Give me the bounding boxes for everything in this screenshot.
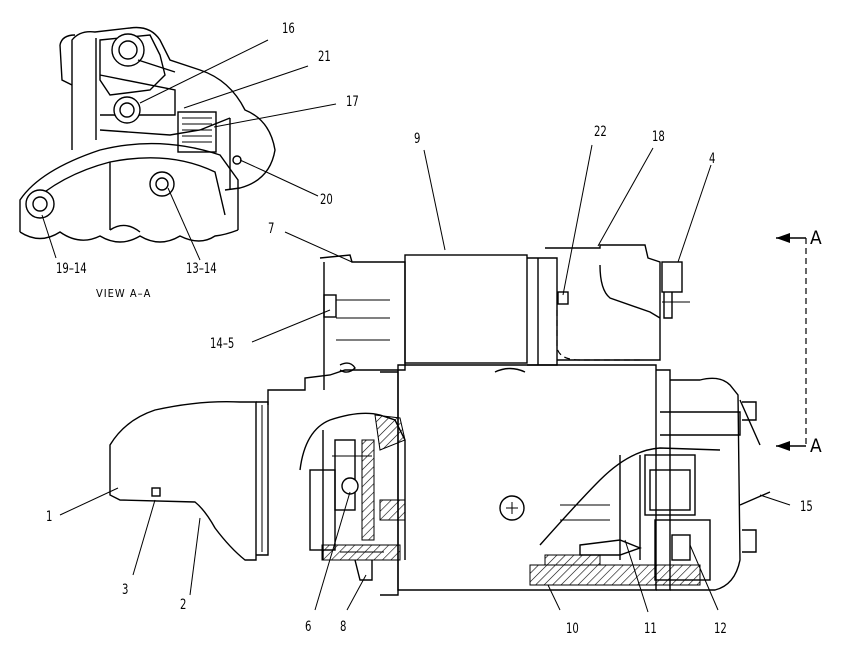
callout-10: 10 xyxy=(566,621,579,637)
callout-22: 22 xyxy=(594,124,607,140)
callout-14-5: 14–5 xyxy=(210,336,235,352)
callout-8: 8 xyxy=(340,619,347,635)
view-a-a-drawing xyxy=(19,26,276,243)
callout-1: 1 xyxy=(46,509,53,525)
callout-15: 15 xyxy=(800,499,813,515)
callout-12: 12 xyxy=(714,621,727,637)
callout-6: 6 xyxy=(305,619,312,635)
callout-20: 20 xyxy=(320,192,333,208)
callout-9: 9 xyxy=(414,131,421,147)
callout-16: 16 xyxy=(282,21,295,37)
callout-3: 3 xyxy=(122,582,129,598)
callout-2: 2 xyxy=(180,597,187,613)
callout-18: 18 xyxy=(652,129,665,145)
callout-7: 7 xyxy=(268,221,275,237)
leader-lines xyxy=(41,39,791,613)
section-mark-bottom: A xyxy=(810,435,822,457)
starter-motor-body xyxy=(109,244,771,596)
callout-13-14: 13–14 xyxy=(186,261,217,277)
callout-4: 4 xyxy=(709,151,716,167)
callout-11: 11 xyxy=(644,621,657,637)
callout-19-14: 19–14 xyxy=(56,261,87,277)
callout-17: 17 xyxy=(346,94,359,110)
view-a-a-label: VIEW A–A xyxy=(96,287,152,300)
callout-21: 21 xyxy=(318,49,331,65)
section-mark-top: A xyxy=(810,227,822,249)
section-line-a-a xyxy=(776,233,807,451)
